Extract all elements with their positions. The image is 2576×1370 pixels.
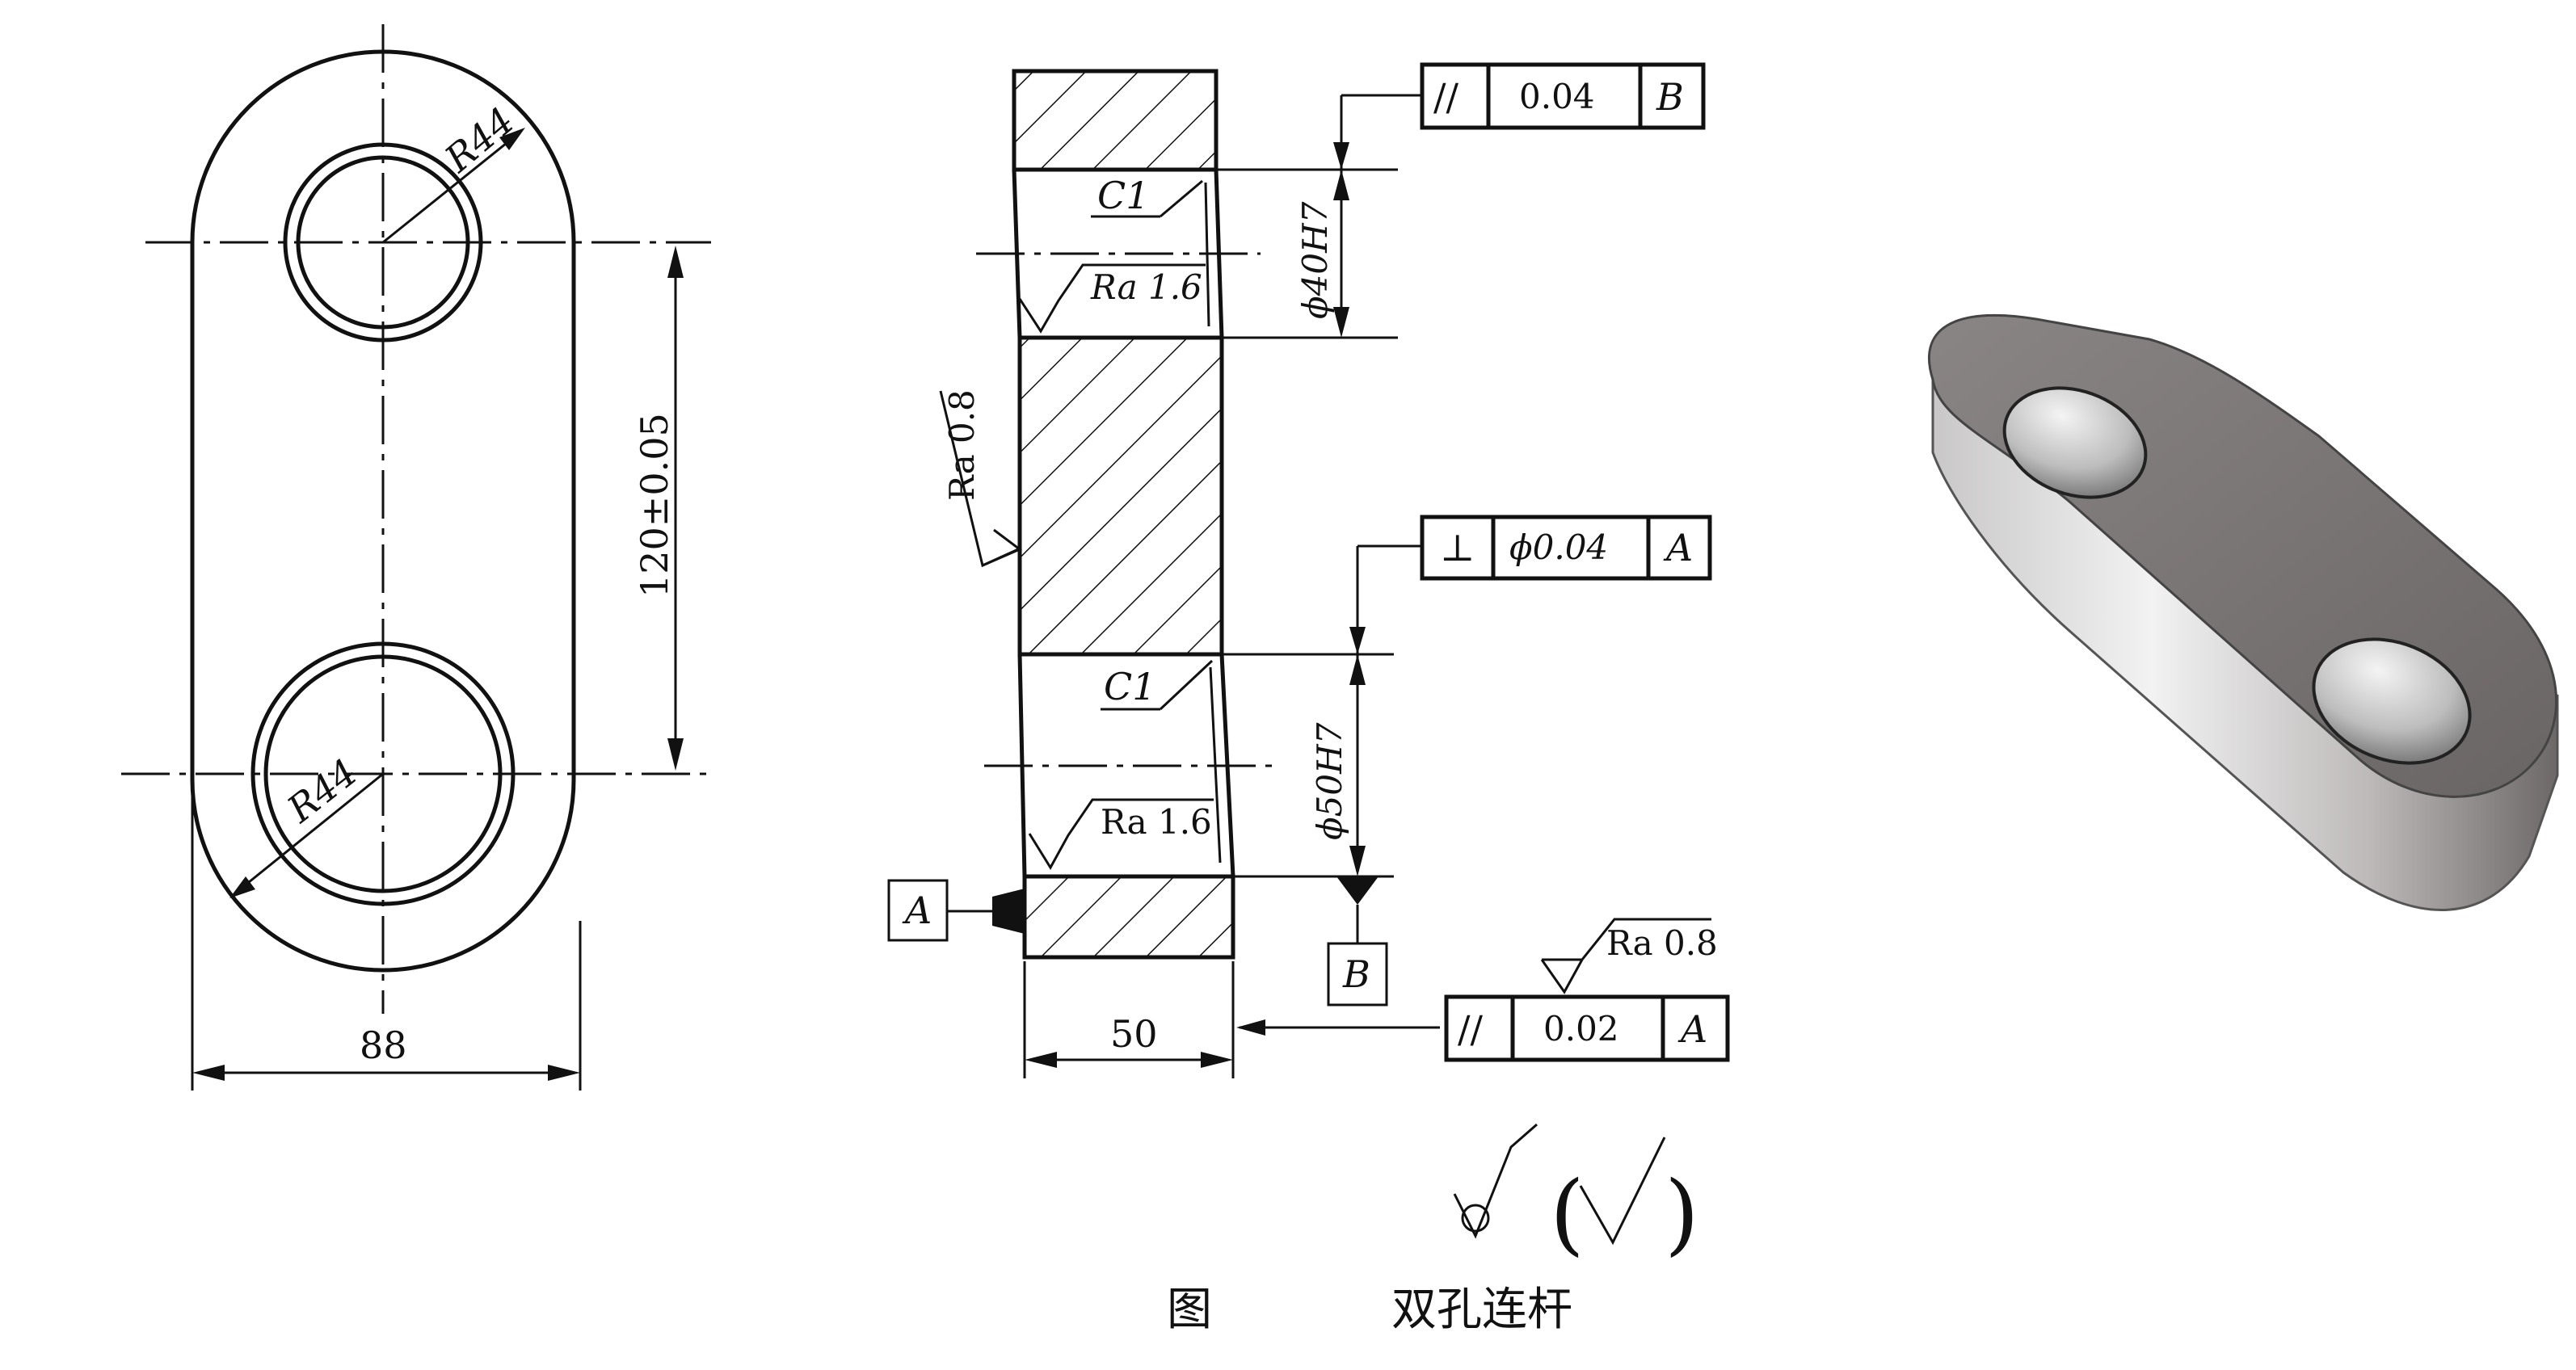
section-block-middle xyxy=(1017,335,1224,657)
section-hatch-middle xyxy=(1020,338,1222,654)
parallel-bottom-datum: A xyxy=(1677,1007,1707,1051)
general-paren-open: ( xyxy=(1550,1162,1585,1265)
roughness-top-hole-symbol xyxy=(1018,263,1206,334)
roughness-bottom-hole-symbol xyxy=(1028,798,1214,870)
general-roughness-check xyxy=(1453,1123,1538,1239)
hole-top-label: ϕ40H7 xyxy=(1295,201,1335,319)
hole-bottom-label: ϕ50H7 xyxy=(1310,722,1349,840)
chamfer-bottom-leader xyxy=(1159,659,1214,711)
roughness-bottom-hole-text: Ra 1.6 xyxy=(1101,802,1212,842)
roughness-bottom-hole-label: Ra 1.6 xyxy=(1101,802,1212,842)
roughness-side-label: Ra 0.8 xyxy=(942,389,982,501)
parallel-top-datum: B xyxy=(1656,75,1684,119)
datum-b-box xyxy=(1327,942,1388,1006)
roughness-side-tick xyxy=(982,528,1022,567)
width-arrow-left xyxy=(192,1065,225,1081)
front-view-outline xyxy=(190,49,576,973)
section-hatch-bottom xyxy=(1025,876,1233,957)
radius-bottom-label: R44 xyxy=(279,750,365,832)
section-hatch-top xyxy=(1014,71,1216,170)
center-distance-arrow-top xyxy=(667,246,684,278)
caption-title: 双孔连杆 xyxy=(1391,1284,1572,1336)
front-view: R44 R44 120±0.05 88 xyxy=(121,24,711,1091)
general-paren-close: ) xyxy=(1665,1162,1699,1265)
radius-top-arrow xyxy=(499,128,525,150)
isometric-hole-large xyxy=(2312,637,2472,765)
chamfer-top-label: C1 xyxy=(1097,174,1149,217)
perpendicular-frame xyxy=(1420,515,1712,581)
roughness-top-hole-text: Ra 1.6 xyxy=(1090,267,1202,307)
center-distance-label: 120±0.05 xyxy=(633,413,676,598)
thickness-label: 50 xyxy=(1110,1012,1158,1056)
general-roughness-circle xyxy=(1461,1204,1490,1233)
width-arrow-right xyxy=(548,1065,580,1081)
isometric-view xyxy=(1927,313,2559,911)
roughness-top-hole-label: Ra 1.6 xyxy=(1090,267,1202,307)
section-view: C1 C1 Ra 1.6 Ra 1.6 Ra 0.8 A 50 xyxy=(887,69,1718,1078)
bottom-hole-inner xyxy=(263,654,503,893)
tolerance-frames: // 0.04 B ⊥ ϕ0.04 A // 0.02 A xyxy=(1236,62,1730,1062)
datum-a-label: A xyxy=(902,889,932,932)
parallel-top-frame xyxy=(1420,62,1706,130)
perpendicular-datum: A xyxy=(1663,526,1693,569)
roughness-bottom-face-label: Ra 0.8 xyxy=(1606,923,1718,963)
top-hole-inner xyxy=(296,155,470,330)
chamfer-bottom-label: C1 xyxy=(1104,665,1155,708)
width-label: 88 xyxy=(360,1023,407,1067)
parallel-bottom-arrow xyxy=(1236,1019,1265,1036)
hole-bottom-arrow-down xyxy=(1349,846,1366,876)
hole-top-arrow-down xyxy=(1333,307,1349,338)
isometric-hole-small xyxy=(2002,386,2148,499)
section-block-top xyxy=(1012,69,1219,172)
caption-prefix: 图 xyxy=(1167,1284,1212,1336)
datum-a-triangle xyxy=(992,889,1025,934)
radius-top-leader xyxy=(382,132,520,244)
hole-bottom-arrow-up xyxy=(1349,654,1366,685)
hole-top-arrow-up xyxy=(1333,170,1349,200)
parallel-top-arrow xyxy=(1333,142,1349,170)
chamfer-top-leader xyxy=(1160,179,1203,218)
general-roughness-symbol: ( ) xyxy=(1453,1123,1699,1265)
perpendicular-symbol: ⊥ xyxy=(1440,526,1475,569)
parallel-bottom-value: 0.02 xyxy=(1543,1009,1619,1049)
perpendicular-value: ϕ0.04 xyxy=(1509,527,1608,567)
thickness-arrow-left xyxy=(1025,1052,1057,1068)
datum-b-triangle xyxy=(1336,876,1378,905)
general-roughness-tick xyxy=(1579,1137,1666,1246)
caption: 图 双孔连杆 xyxy=(1167,1284,1572,1336)
parallel-top-value: 0.04 xyxy=(1519,77,1595,116)
parallel-top-symbol: // xyxy=(1433,75,1458,119)
perpendicular-arrow xyxy=(1349,627,1366,654)
parallel-bottom-symbol: // xyxy=(1458,1007,1483,1051)
radius-bottom-leader xyxy=(235,772,384,894)
radius-bottom-arrow xyxy=(229,876,255,898)
center-distance-arrow-bottom xyxy=(667,738,684,771)
thickness-arrow-right xyxy=(1201,1052,1233,1068)
parallel-bottom-frame xyxy=(1444,994,1730,1062)
top-hole-outer xyxy=(283,142,483,342)
bottom-hole-outer xyxy=(250,641,516,906)
datum-b-label: B xyxy=(1342,952,1370,996)
